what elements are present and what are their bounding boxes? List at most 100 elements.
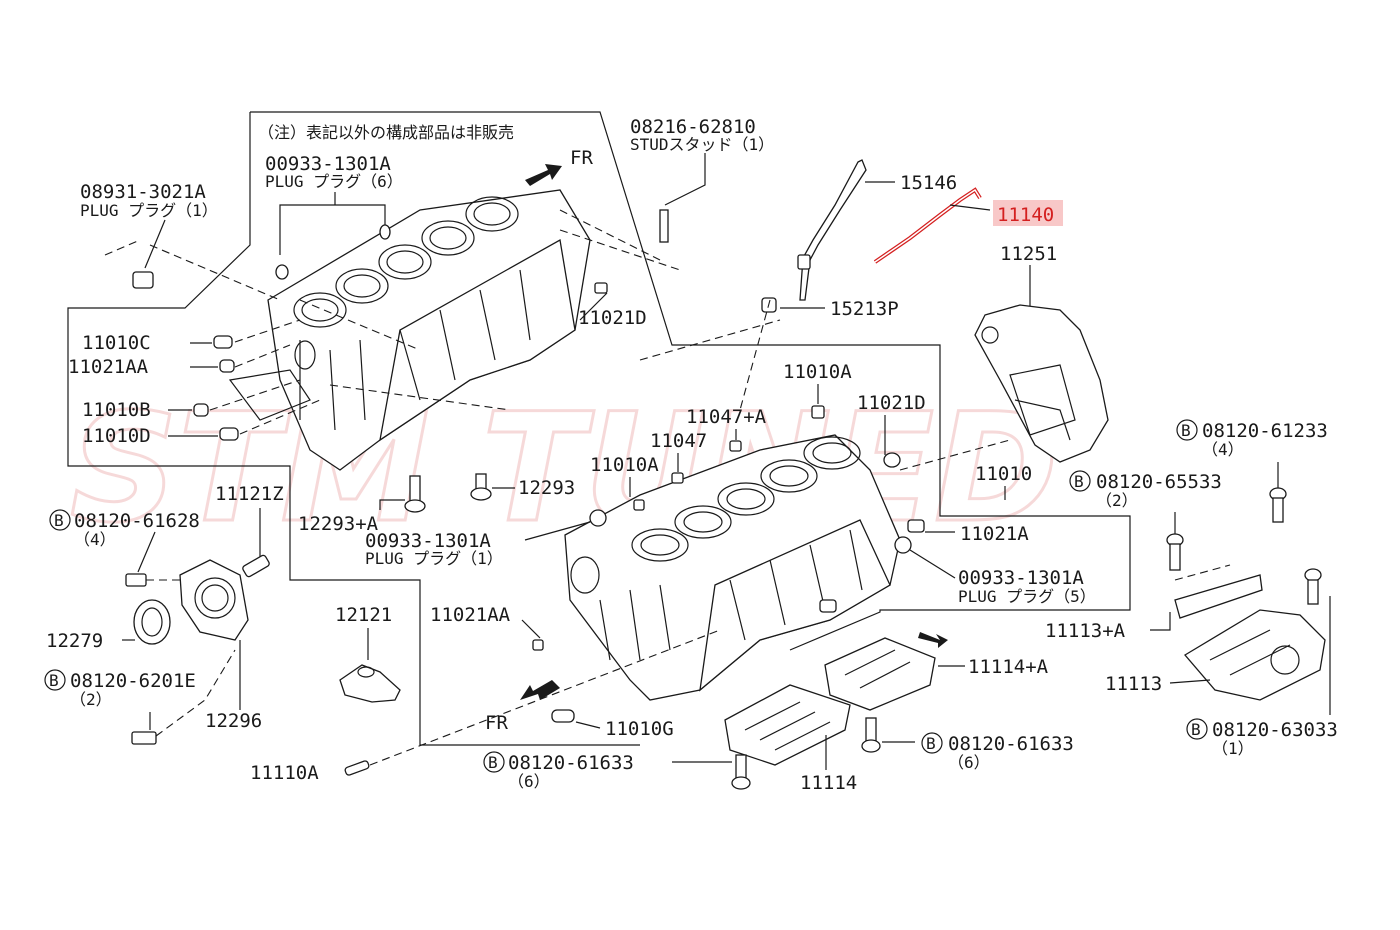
highlight-box-11140 [993, 200, 1063, 226]
label-08120-61233: 08120-61233 [1202, 420, 1328, 442]
svg-text:B: B [49, 671, 59, 690]
label-11110a: 11110A [250, 762, 319, 784]
bolt-65533 [1166, 533, 1184, 571]
label-11140[interactable]: 11140 [997, 204, 1054, 226]
dowel-11010d [219, 427, 239, 441]
bolt-63033 [1304, 568, 1322, 605]
fr-arrow-top [525, 164, 562, 186]
label-08120-65533-qty: （2） [1096, 491, 1138, 510]
bolt-12293 [470, 473, 492, 501]
label-11114-plus-a: 11114+A [968, 656, 1049, 678]
label-11010g: 11010G [605, 718, 674, 740]
b-mark-6201e: B [44, 669, 66, 691]
part-12121 [339, 664, 401, 703]
dowel-11021aa [219, 359, 235, 373]
dowel-11010b [193, 403, 209, 417]
note-not-sold-separately: （注）表記以外の構成部品は非販売 [258, 123, 514, 142]
bearing-beam-11114 [724, 684, 851, 766]
label-08931-sub: PLUG プラグ（1） [80, 201, 218, 220]
fr-label-top: FR [570, 147, 593, 169]
fr-arrow-bottom [520, 680, 560, 700]
label-11010: 11010 [975, 463, 1032, 485]
b-mark-61633-right: B [921, 732, 943, 754]
label-11021a: 11021A [960, 523, 1029, 545]
label-08120-61633-right-qty: （6） [948, 753, 990, 772]
label-08120-65533: 08120-65533 [1096, 471, 1222, 493]
label-00933-five-sub: PLUG プラグ（5） [958, 587, 1096, 606]
baffle-plate-11113 [1184, 609, 1326, 701]
bolt-61633-right [861, 717, 881, 753]
label-08931-3021a: 08931-3021A [80, 181, 206, 203]
label-12279: 12279 [46, 630, 103, 652]
svg-text:B: B [1074, 472, 1084, 491]
label-11121z: 11121Z [215, 483, 284, 505]
bolt-61633-bottom [731, 754, 751, 790]
dowel-11010c [213, 335, 233, 349]
label-11251: 11251 [1000, 243, 1057, 265]
label-08120-61233-qty: （4） [1202, 440, 1244, 459]
label-11113-plus-a: 11113+A [1045, 620, 1126, 642]
label-15213p: 15213P [830, 298, 899, 320]
rear-plate-11251 [974, 304, 1109, 463]
sensor-11121z [242, 554, 270, 578]
label-12296: 12296 [205, 710, 262, 732]
label-12121: 12121 [335, 604, 392, 626]
label-11010d: 11010D [82, 425, 151, 447]
label-11021d-right: 11021D [857, 392, 926, 414]
bracket-11113-plus-a [1174, 574, 1263, 619]
label-08120-61633-right: 08120-61633 [948, 733, 1074, 755]
stud-08216-part [659, 209, 669, 243]
svg-text:B: B [926, 734, 936, 753]
svg-text:B: B [1191, 720, 1201, 739]
bolt-12293-plus-a [404, 475, 426, 513]
assembly-frame-left [67, 112, 640, 746]
label-08120-6201e: 08120-6201E [70, 670, 196, 692]
label-08120-61628: 08120-61628 [74, 510, 200, 532]
label-11021d-top: 11021D [578, 307, 647, 329]
b-mark-63033: B [1186, 718, 1208, 740]
label-00933-1301a-six: 00933-1301A [265, 153, 391, 175]
label-08120-61633-bottom: 08120-61633 [508, 752, 634, 774]
label-11047: 11047 [650, 430, 707, 452]
label-08120-6201e-qty: （2） [70, 690, 112, 709]
label-12293: 12293 [518, 477, 575, 499]
label-08120-63033-qty: （1） [1212, 739, 1254, 758]
stud-11110a [344, 760, 370, 776]
label-00933-six-sub: PLUG プラグ（6） [265, 172, 403, 191]
label-11113: 11113 [1105, 673, 1162, 695]
label-00933-1301a-five: 00933-1301A [958, 567, 1084, 589]
b-mark-61233: B [1176, 419, 1198, 441]
svg-text:B: B [54, 511, 64, 530]
label-00933-1301a-one: 00933-1301A [365, 530, 491, 552]
label-11021aa-mid: 11021AA [430, 604, 511, 626]
upper-cylinder-block [228, 189, 608, 471]
label-08120-61633-bottom-qty: （6） [508, 772, 550, 791]
label-11010c: 11010C [82, 332, 151, 354]
label-11047-plus-a: 11047+A [686, 406, 767, 428]
label-08120-61628-qty: （4） [74, 530, 116, 549]
b-mark-61633-bottom: B [483, 751, 505, 773]
svg-text:B: B [1181, 421, 1191, 440]
lower-cylinder-block [564, 434, 901, 701]
label-12293-plus-a: 12293+A [298, 513, 379, 535]
label-11010b: 11010B [82, 399, 151, 421]
bolt-61233 [1269, 487, 1287, 523]
label-11010a-mid: 11010A [590, 454, 659, 476]
label-08216-sub: STUDスタッド（1） [630, 135, 774, 154]
dowel-11010g [551, 709, 575, 723]
plug-08931-part [132, 271, 154, 289]
dipstick-tube-15146 [797, 159, 867, 301]
assembly-frame-upper [250, 111, 1131, 651]
bearing-beam-11114-plus-a [824, 637, 936, 711]
fr-label-bottom: FR [485, 712, 508, 734]
label-08216-62810: 08216-62810 [630, 116, 756, 138]
rear-seal-retainer [179, 559, 249, 641]
label-11010a-right: 11010A [783, 361, 852, 383]
svg-text:B: B [488, 753, 498, 772]
label-08120-63033: 08120-63033 [1212, 719, 1338, 741]
label-00933-one-sub: PLUG プラグ（1） [365, 549, 503, 568]
arrow-beam [918, 632, 948, 648]
label-15146: 15146 [900, 172, 957, 194]
label-11114: 11114 [800, 772, 857, 794]
